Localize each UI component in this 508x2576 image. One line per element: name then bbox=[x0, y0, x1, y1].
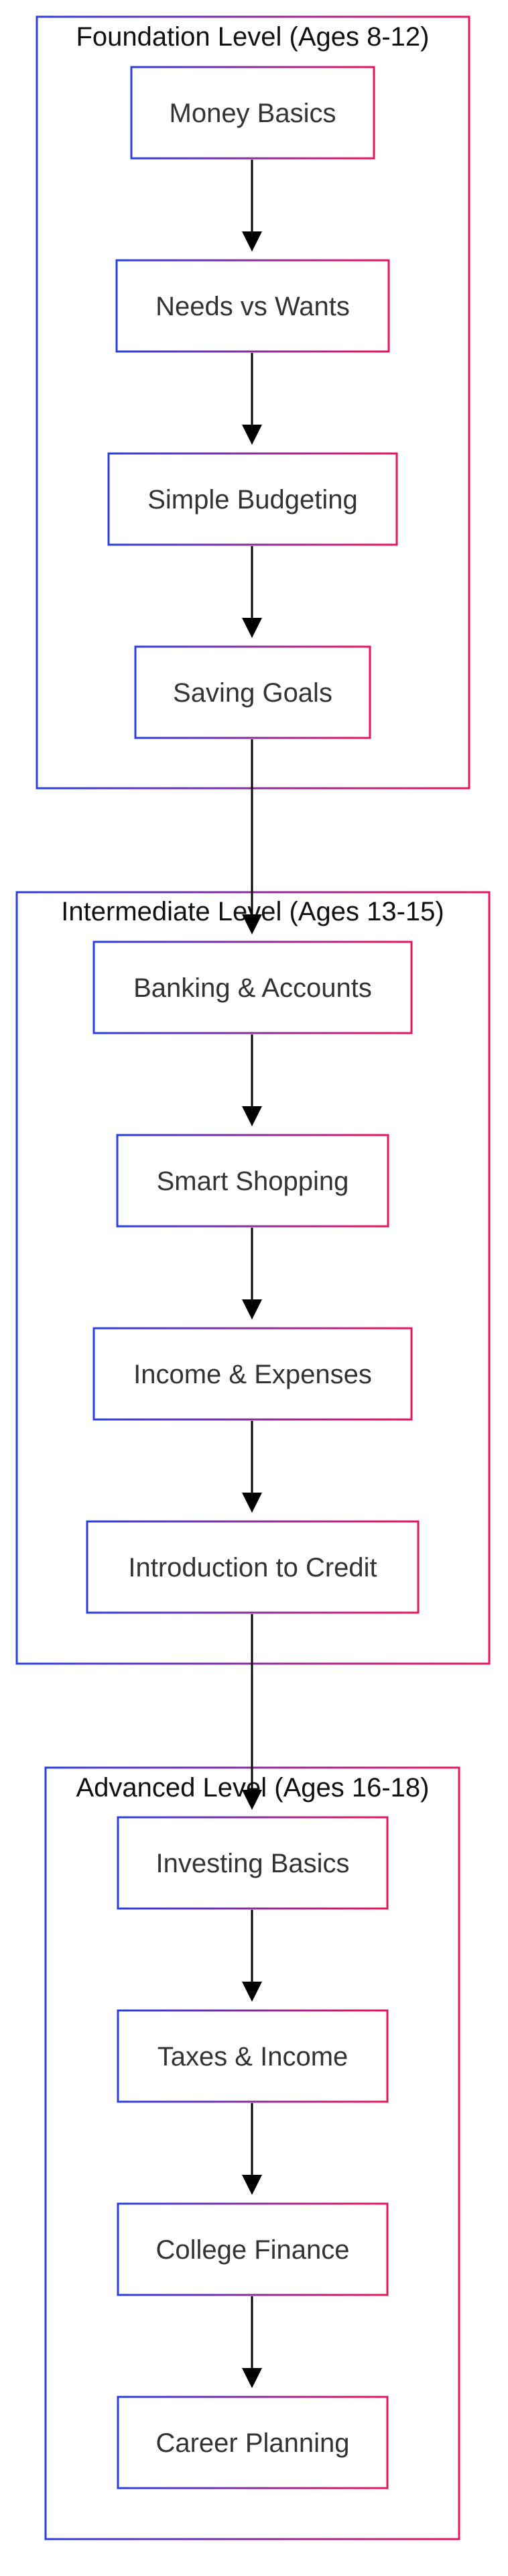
node-needs-vs-wants-label: Needs vs Wants bbox=[155, 292, 350, 321]
node-simple-budgeting: Simple Budgeting bbox=[107, 452, 398, 546]
node-income-expenses-box bbox=[92, 1327, 413, 1421]
node-needs-vs-wants: Needs vs Wants bbox=[115, 259, 390, 353]
node-taxes-income-box bbox=[117, 2009, 389, 2103]
node-career-planning: Career Planning bbox=[117, 2396, 389, 2489]
node-career-planning-box bbox=[117, 2396, 389, 2489]
node-banking-accounts: Banking & Accounts bbox=[92, 941, 413, 1034]
node-money-basics-label: Money Basics bbox=[170, 99, 336, 128]
node-income-expenses: Income & Expenses bbox=[92, 1327, 413, 1421]
node-banking-accounts-label: Banking & Accounts bbox=[133, 973, 372, 1003]
node-college-finance-box bbox=[117, 2202, 389, 2296]
node-intro-credit-box bbox=[86, 1520, 420, 1614]
node-smart-shopping-label: Smart Shopping bbox=[157, 1167, 349, 1196]
node-college-finance: College Finance bbox=[117, 2202, 389, 2296]
node-needs-vs-wants-box bbox=[115, 259, 390, 353]
node-smart-shopping-box bbox=[116, 1134, 389, 1228]
node-intro-credit-label: Introduction to Credit bbox=[128, 1553, 377, 1582]
node-investing-basics-box bbox=[117, 1816, 389, 1910]
node-taxes-income: Taxes & Income bbox=[117, 2009, 389, 2103]
node-saving-goals-box bbox=[134, 645, 371, 739]
node-banking-accounts-box bbox=[92, 941, 413, 1034]
node-intro-credit: Introduction to Credit bbox=[86, 1520, 420, 1614]
node-investing-basics: Investing Basics bbox=[117, 1816, 389, 1910]
node-smart-shopping: Smart Shopping bbox=[116, 1134, 389, 1228]
node-income-expenses-label: Income & Expenses bbox=[133, 1360, 372, 1389]
node-saving-goals-label: Saving Goals bbox=[173, 678, 332, 708]
node-simple-budgeting-box bbox=[107, 452, 398, 546]
group-foundation-title: Foundation Level (Ages 8-12) bbox=[76, 22, 430, 52]
node-investing-basics-label: Investing Basics bbox=[155, 1849, 349, 1878]
node-taxes-income-label: Taxes & Income bbox=[157, 2042, 348, 2072]
node-money-basics: Money Basics bbox=[130, 66, 375, 160]
node-saving-goals: Saving Goals bbox=[134, 645, 371, 739]
node-college-finance-label: College Finance bbox=[155, 2235, 349, 2265]
node-money-basics-box bbox=[130, 66, 375, 160]
node-simple-budgeting-label: Simple Budgeting bbox=[147, 485, 358, 515]
node-career-planning-label: Career Planning bbox=[155, 2428, 349, 2458]
